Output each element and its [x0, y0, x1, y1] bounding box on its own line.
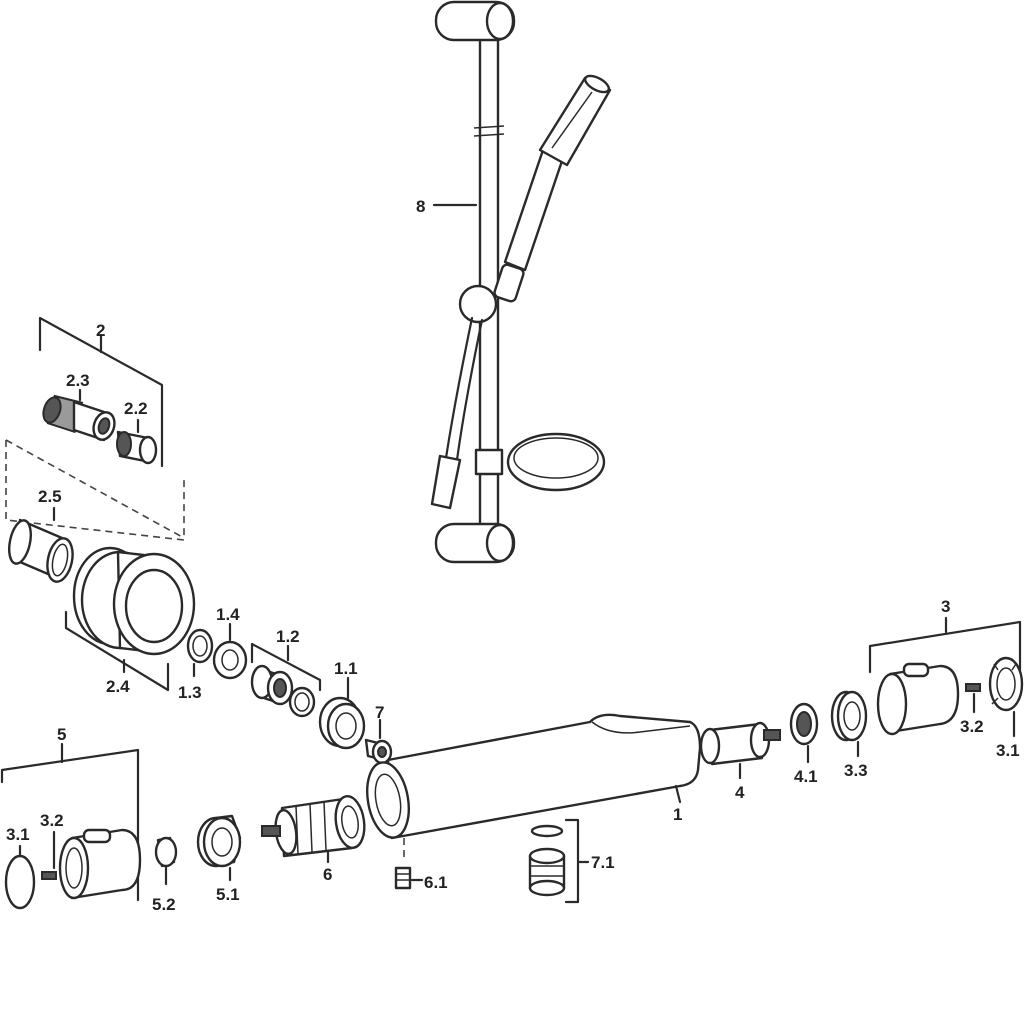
- part-5-3-2-screw: [41, 871, 57, 880]
- part-3-2-screw: [965, 683, 981, 692]
- label-5: 5: [57, 725, 66, 744]
- label-3-2: 3.2: [960, 717, 984, 736]
- part-1-4-washer: [212, 640, 248, 680]
- label-5-2: 5.2: [152, 895, 176, 914]
- part-4-1-nut: [789, 702, 819, 746]
- part-2-4-handle: [72, 546, 196, 656]
- label-2-5: 2.5: [38, 487, 62, 506]
- part-1-valve-body: [366, 713, 702, 840]
- label-2-4: 2.4: [106, 677, 130, 696]
- label-3: 3: [941, 597, 950, 616]
- hand-shower-handle: [503, 148, 565, 272]
- label-6-1: 6.1: [424, 873, 448, 892]
- label-5-3-2: 3.2: [40, 811, 64, 830]
- soap-dish: [506, 432, 606, 492]
- part-3-3-adapter: [830, 690, 868, 742]
- part-5-1-adapter: [196, 814, 242, 868]
- label-8: 8: [416, 197, 425, 216]
- label-4-1: 4.1: [794, 767, 818, 786]
- part-1-2-valve-seat: [250, 664, 316, 718]
- label-1-4: 1.4: [216, 605, 240, 624]
- label-2: 2: [96, 321, 105, 340]
- shower-rail-set: 8: [416, 0, 612, 564]
- group-5-temperature-handle: 5: [0, 725, 142, 910]
- label-1: 1: [673, 805, 682, 824]
- part-7-1-check-valve-set: [528, 824, 566, 897]
- label-2-3: 2.3: [66, 371, 90, 390]
- label-3-3: 3.3: [844, 761, 868, 780]
- shower-hose: [444, 316, 474, 460]
- part-1-1-nut: [318, 696, 366, 750]
- part-1-3-oring: [186, 628, 214, 664]
- part-5-2-stop-ring: [154, 836, 178, 868]
- part-4-flow-cartridge: [699, 721, 781, 766]
- soap-dish-clamp: [474, 448, 504, 476]
- label-6: 6: [323, 865, 332, 884]
- part-6-1-screw: [394, 866, 412, 890]
- label-7-1: 7.1: [591, 853, 615, 872]
- label-7: 7: [375, 703, 384, 722]
- label-5-3-1: 3.1: [6, 825, 30, 844]
- group-2-outlet-parts: 2 2.3 2.2 2.5: [5, 316, 196, 696]
- label-1-1: 1.1: [334, 659, 358, 678]
- hose-connector: [430, 454, 462, 510]
- part-2-2-sleeve: [116, 430, 158, 465]
- part-2-3-nipple: [42, 394, 116, 442]
- label-3-1: 3.1: [996, 741, 1020, 760]
- part-6-thermostatic-cartridge: [261, 794, 366, 858]
- part-3-1-cap: [988, 656, 1024, 712]
- part-7-check-valve: [364, 738, 393, 765]
- label-2-2: 2.2: [124, 399, 148, 418]
- label-5-1: 5.1: [216, 885, 240, 904]
- label-1-2: 1.2: [276, 627, 300, 646]
- group-3-volume-handle: 3: [868, 597, 1024, 736]
- hand-shower-head: [538, 76, 612, 167]
- label-1-3: 1.3: [178, 683, 202, 702]
- slider-holder: [458, 284, 498, 324]
- part-5-3-1-cap: [4, 854, 36, 910]
- part-2-5-ring: [8, 518, 74, 583]
- label-4: 4: [735, 783, 745, 802]
